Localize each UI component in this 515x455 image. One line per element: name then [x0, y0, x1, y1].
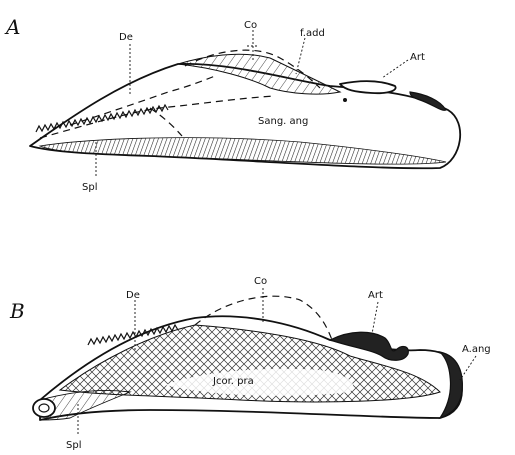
panel-a-label-art: Art	[410, 52, 425, 63]
panel-b-leader-aang	[460, 356, 476, 380]
panel-b-label-art: Art	[368, 290, 383, 301]
panel-a-leader-art	[382, 60, 408, 78]
panel-b: B De Co Art A.ang Jcor. pra Spl	[9, 276, 491, 451]
panel-a-letter: A	[4, 15, 20, 39]
panel-b-letter: B	[9, 299, 25, 323]
panel-b-leader-art	[372, 302, 378, 334]
panel-b-label-aang: A.ang	[462, 344, 491, 355]
panel-a-label-fadd: f.add	[300, 28, 325, 39]
panel-a-label-co: Co	[244, 20, 257, 31]
panel-b-label-spl: Spl	[66, 440, 81, 451]
panel-a-label-spl: Spl	[82, 182, 97, 193]
panel-a-leader-fadd	[296, 38, 305, 74]
panel-b-symphysis	[33, 399, 55, 417]
panel-b-label-co: Co	[254, 276, 267, 287]
panel-a-label-de: De	[119, 32, 133, 43]
panel-b-label-de: De	[126, 290, 140, 301]
panel-a: A De Co f.add Art Sang. ang Spl	[4, 15, 460, 193]
panel-b-label-jcor-pra: Jcor. pra	[212, 376, 254, 387]
panel-a-foramen	[343, 98, 347, 102]
panel-a-label-sang-ang: Sang. ang	[258, 116, 308, 127]
